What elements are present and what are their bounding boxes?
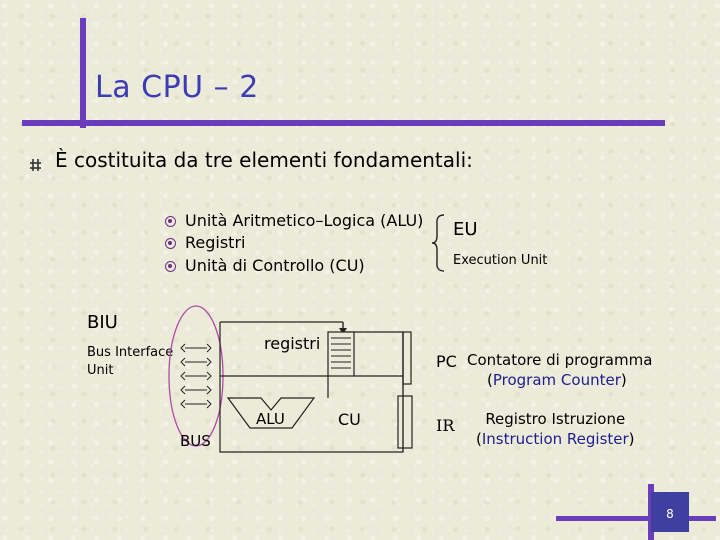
circle-bullet-icon: [165, 261, 176, 272]
footer-accent-bar-horizontal: [556, 516, 716, 521]
page-number: 8: [666, 507, 674, 521]
biu-full-name: Bus Interface Unit: [87, 344, 173, 380]
ir-description: Registro Istruzione (Instruction Registe…: [476, 409, 635, 449]
intro-text: È costituita da tre elementi fondamental…: [55, 148, 473, 172]
bus-label: BUS: [180, 432, 211, 450]
pc-description-it: Contatore di programma: [467, 351, 653, 369]
page-number-box: [651, 492, 689, 532]
registri-label: registri: [264, 334, 321, 353]
circle-bullet-icon: [165, 216, 176, 227]
pc-label: PC: [436, 352, 457, 371]
hash-bullet-icon: [30, 159, 41, 171]
element-cu: Unità di Controllo (CU): [185, 256, 365, 275]
curly-brace-icon: [432, 214, 445, 272]
registri-stack: [327, 331, 355, 377]
circle-bullet-icon: [165, 238, 176, 249]
bus-arrows: [180, 343, 212, 409]
biu-label: BIU: [87, 312, 118, 333]
cu-label: CU: [338, 410, 361, 429]
pc-register: [402, 331, 412, 385]
ir-label: IR: [436, 416, 455, 435]
ir-register: [397, 395, 413, 449]
alu-shape: [226, 397, 316, 429]
slide-title: La CPU – 2: [95, 70, 259, 105]
pc-description: Contatore di programma (Program Counter): [467, 350, 652, 390]
ir-english-term: Instruction Register: [481, 430, 629, 448]
title-accent-bar-vertical: [80, 18, 86, 128]
element-alu: Unità Aritmetico–Logica (ALU): [185, 211, 424, 230]
ir-description-en: (Instruction Register): [476, 430, 635, 448]
alu-label: ALU: [256, 410, 285, 428]
title-accent-bar-horizontal: [22, 120, 665, 126]
eu-full-name: Execution Unit: [453, 253, 548, 268]
pc-english-term: Program Counter: [492, 371, 621, 389]
biu-full-line-2: Unit: [87, 363, 114, 378]
element-registri: Registri: [185, 233, 246, 252]
pc-description-en: (Program Counter): [487, 371, 627, 389]
biu-full-line-1: Bus Interface: [87, 345, 174, 360]
ir-description-it: Registro Istruzione: [485, 410, 626, 428]
eu-label: EU: [453, 219, 478, 240]
